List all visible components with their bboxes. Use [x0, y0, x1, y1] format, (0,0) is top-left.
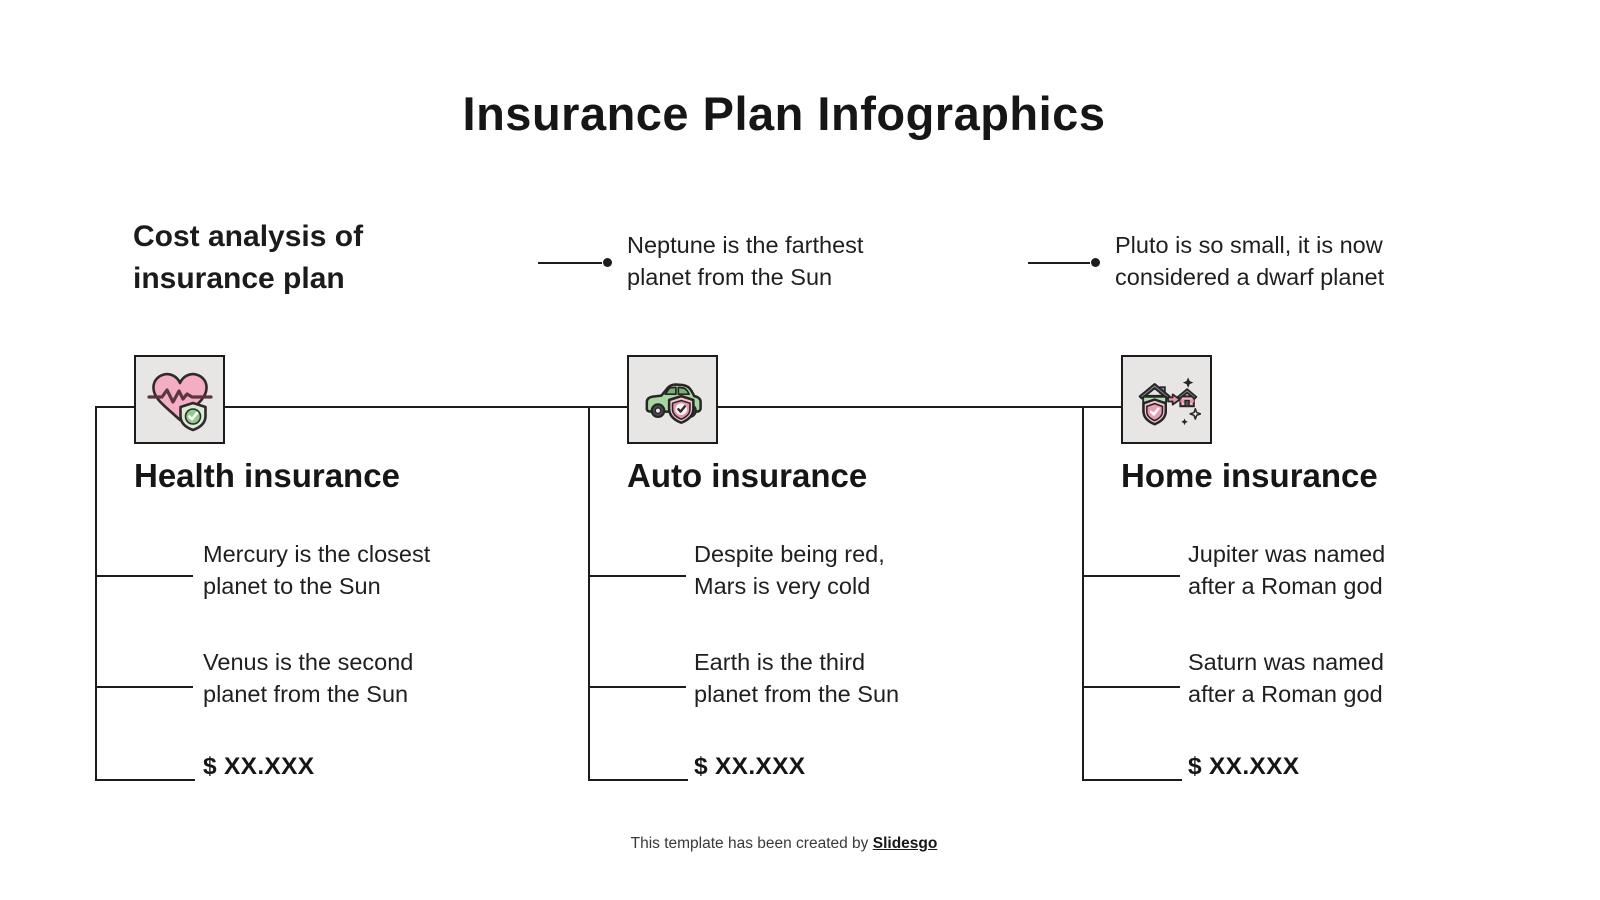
fact-line: Jupiter was named	[1188, 541, 1386, 567]
fact-line: planet to the Sun	[203, 573, 381, 599]
annotation-line: Pluto is so small, it is now	[1115, 232, 1383, 258]
fact-tick	[95, 686, 193, 688]
fact-item: Mercury is the closest planet to the Sun	[203, 538, 430, 602]
price-tick	[95, 779, 195, 781]
column-spine-home	[1082, 406, 1084, 781]
slidesgo-link[interactable]: Slidesgo	[872, 835, 938, 852]
annotation-line: considered a dwarf planet	[1115, 264, 1385, 290]
annotation-lead-line	[538, 262, 602, 264]
car-shield-icon	[641, 369, 705, 431]
price-value: $ XX.XXX	[1188, 753, 1300, 780]
column-heading-auto: Auto insurance	[627, 457, 868, 494]
footer-credit: This template has been created by Slides…	[0, 835, 1568, 853]
column-spine-health	[95, 406, 97, 781]
fact-line: after a Roman god	[1188, 681, 1383, 707]
fact-line: Mars is very cold	[694, 573, 871, 599]
fact-line: Earth is the third	[694, 649, 866, 675]
price-tick	[1082, 779, 1182, 781]
page-title: Insurance Plan Infographics	[462, 87, 1106, 140]
column-heading-health: Health insurance	[134, 457, 400, 494]
fact-tick	[588, 686, 686, 688]
health-heart-shield-icon	[146, 368, 213, 432]
horizontal-connector-line	[95, 406, 1157, 408]
fact-tick	[95, 575, 193, 577]
fact-item: Jupiter was named after a Roman god	[1188, 538, 1385, 602]
fact-item: Earth is the third planet from the Sun	[694, 646, 899, 710]
column-spine-auto	[588, 406, 590, 781]
subtitle-line1: Cost analysis of	[133, 220, 364, 253]
fact-tick	[1082, 686, 1180, 688]
annotation-lead-line	[1028, 262, 1090, 264]
fact-item: Saturn was named after a Roman god	[1188, 646, 1384, 710]
footer-credit-text: This template has been created by	[630, 835, 869, 852]
subtitle: Cost analysis of insurance plan	[133, 216, 363, 300]
fact-tick	[1082, 575, 1180, 577]
annotation-line: planet from the Sun	[627, 264, 833, 290]
annotation-line: Neptune is the farthest	[627, 232, 864, 258]
annotation-neptune: Neptune is the farthest planet from the …	[627, 229, 863, 293]
annotation-lead-dot	[603, 258, 612, 267]
fact-line: Mercury is the closest	[203, 541, 431, 567]
price-value: $ XX.XXX	[203, 753, 315, 780]
annotation-pluto: Pluto is so small, it is now considered …	[1115, 229, 1384, 293]
fact-line: Venus is the second	[203, 649, 414, 675]
subtitle-line2: insurance plan	[133, 262, 345, 295]
fact-tick	[588, 575, 686, 577]
house-shield-transfer-icon	[1133, 369, 1201, 431]
fact-line: after a Roman god	[1188, 573, 1383, 599]
fact-item: Despite being red, Mars is very cold	[694, 538, 885, 602]
column-heading-home: Home insurance	[1121, 457, 1378, 494]
home-icon-box	[1121, 355, 1212, 444]
health-icon-box	[134, 355, 225, 444]
fact-line: Saturn was named	[1188, 649, 1384, 675]
auto-icon-box	[627, 355, 718, 444]
fact-line: Despite being red,	[694, 541, 885, 567]
fact-item: Venus is the second planet from the Sun	[203, 646, 413, 710]
annotation-lead-dot	[1091, 258, 1100, 267]
price-tick	[588, 779, 688, 781]
fact-line: planet from the Sun	[203, 681, 409, 707]
fact-line: planet from the Sun	[694, 681, 900, 707]
price-value: $ XX.XXX	[694, 753, 806, 780]
